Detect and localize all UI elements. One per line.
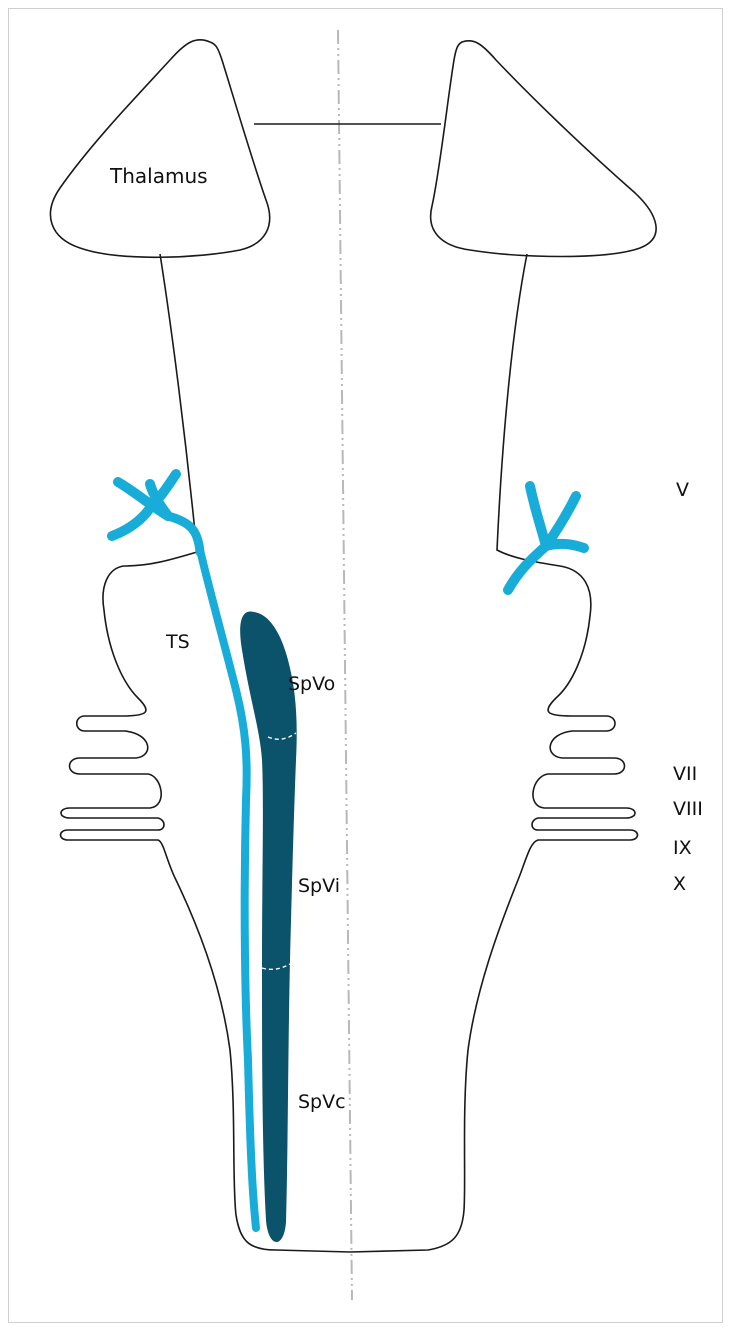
right-trigeminal-root xyxy=(508,546,546,590)
left-trigeminal-branch-3 xyxy=(112,508,150,536)
nerve-ix-label: IX xyxy=(673,837,692,859)
right-trigeminal-branch-3 xyxy=(546,544,584,548)
right-trigeminal-branch-1 xyxy=(530,486,546,546)
thalamus-label: Thalamus xyxy=(109,164,208,188)
left-trigeminal-root xyxy=(168,516,200,552)
left-thalamus xyxy=(50,40,269,258)
brainstem-outline-right xyxy=(350,254,638,1252)
spvc-label: SpVc xyxy=(298,1091,346,1113)
spvi-label: SpVi xyxy=(298,875,340,897)
right-trigeminal-branch-2 xyxy=(546,496,576,546)
right-thalamus xyxy=(431,41,656,257)
ts-label: TS xyxy=(165,631,190,653)
nerve-v-label: V xyxy=(676,479,689,501)
nerve-x-label: X xyxy=(673,873,686,895)
spvo-label: SpVo xyxy=(288,673,335,695)
nerve-viii-label: VIII xyxy=(673,798,703,820)
nerve-vii-label: VII xyxy=(673,763,697,785)
